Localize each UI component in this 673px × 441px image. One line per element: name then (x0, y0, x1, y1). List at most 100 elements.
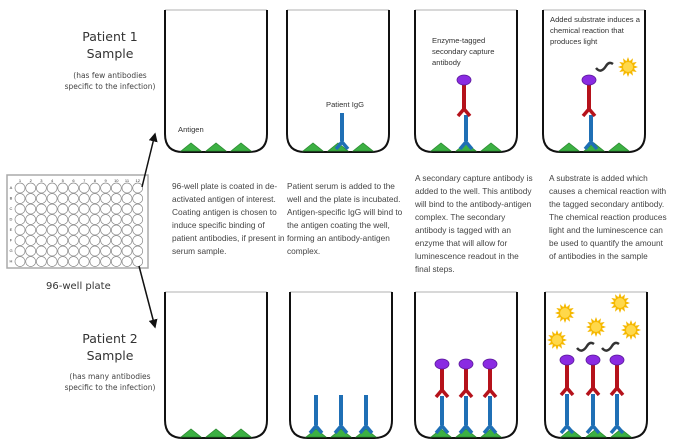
plate-well (121, 193, 133, 204)
igg-arms (583, 139, 599, 151)
plate-well (132, 182, 144, 194)
plate-well (57, 214, 69, 225)
plate-row-label: D (10, 217, 13, 222)
well-outline (164, 292, 268, 439)
plate-column-label: 3 (40, 178, 43, 183)
well-outline (544, 292, 648, 439)
plate-well (110, 203, 122, 215)
patient2-title-line2: Sample (86, 348, 134, 363)
antigen-triangle (329, 428, 353, 438)
plate-well (25, 214, 37, 225)
plate-well (14, 256, 26, 267)
plate-well (25, 224, 37, 236)
plate-well (78, 193, 90, 204)
plate-column-label: 6 (72, 178, 75, 183)
plate-well (78, 182, 90, 194)
igg-arms (458, 423, 474, 435)
plate-well (57, 256, 69, 267)
plate-well (100, 182, 111, 194)
well-outline (414, 292, 518, 439)
plate-column-label: 2 (30, 178, 33, 183)
plate-well (89, 182, 101, 194)
plate-column-label: 1 (19, 178, 22, 183)
plate-well (121, 203, 133, 215)
plate-column-label: 12 (135, 178, 140, 183)
plate-well (100, 245, 111, 257)
plate-well (36, 224, 47, 236)
step-3-description: A secondary capture antibody is added to… (415, 173, 533, 274)
secondary-antibody (482, 358, 498, 399)
igg-antibody (583, 115, 599, 151)
plate-well (68, 256, 79, 267)
well-outline (542, 10, 646, 153)
patient-igg-label: Patient IgG (326, 100, 364, 109)
plate-well (132, 245, 144, 257)
arrow-to-patient2 (138, 265, 158, 329)
plate-well (46, 193, 58, 204)
enzyme-tag (585, 354, 601, 366)
plate-row-label: H (10, 259, 13, 264)
plate-well (121, 235, 133, 246)
plate-well (14, 214, 26, 225)
plate-well (36, 256, 47, 267)
plate-well (100, 193, 111, 204)
sun-core (552, 335, 562, 345)
plate-well (57, 235, 69, 246)
plate-well (100, 203, 111, 215)
igg-arms (308, 423, 324, 435)
plate-column-label: 9 (104, 178, 107, 183)
patient2-well-step-3 (414, 291, 518, 439)
secondary-arms (559, 385, 575, 397)
plate-well (78, 224, 90, 236)
plate-well (110, 214, 122, 225)
enzyme-tag (456, 74, 472, 86)
plate-well (57, 182, 69, 194)
plate-well (14, 193, 26, 204)
igg-antibody (334, 113, 350, 151)
plate-well (46, 245, 58, 257)
plate-well (132, 235, 144, 246)
patient1-note: (has few antibodies specific to the infe… (64, 71, 156, 91)
plate-well (68, 214, 79, 225)
arrow-to-patient1 (141, 132, 158, 188)
plate-well (100, 256, 111, 267)
patient1-well-step-3 (414, 9, 518, 153)
plate-label: 96-well plate (46, 281, 111, 292)
enzyme-tag (458, 358, 474, 370)
plate-well (121, 256, 133, 267)
plate-well (132, 193, 144, 204)
plate-well (89, 256, 101, 267)
secondary-antibody (609, 354, 625, 397)
step-4-description: A substrate is added which causes a chem… (549, 173, 667, 261)
plate-well (36, 203, 47, 215)
plate-well (57, 193, 69, 204)
plate-well (100, 214, 111, 225)
plate-well (46, 224, 58, 236)
igg-antibody (308, 395, 324, 435)
secondary-arms (456, 106, 472, 118)
antigen-triangle (454, 428, 478, 438)
secondary-arms (581, 106, 597, 118)
antigen-triangle (479, 142, 503, 152)
plate-well (110, 245, 122, 257)
plate-column-label: 11 (125, 178, 130, 183)
well-outline (289, 292, 393, 439)
enzyme-tag (559, 354, 575, 366)
plate-well (25, 193, 37, 204)
plate-well (57, 203, 69, 215)
secondary-antibody (581, 74, 597, 118)
plate-well (78, 214, 90, 225)
plate-well (46, 214, 58, 225)
igg-arms (585, 423, 601, 435)
igg-antibody (358, 395, 374, 435)
igg-antibody (333, 395, 349, 435)
step-1-description: 96-well plate is coated in de-activated … (172, 181, 285, 256)
plate-well (36, 193, 47, 204)
plate-row-label: F (10, 238, 13, 243)
antigen-triangle (204, 142, 228, 152)
antigen-triangle (229, 428, 253, 438)
secondary-antibody (434, 358, 450, 399)
sun-core (591, 322, 601, 332)
secondary-antibody (559, 354, 575, 397)
